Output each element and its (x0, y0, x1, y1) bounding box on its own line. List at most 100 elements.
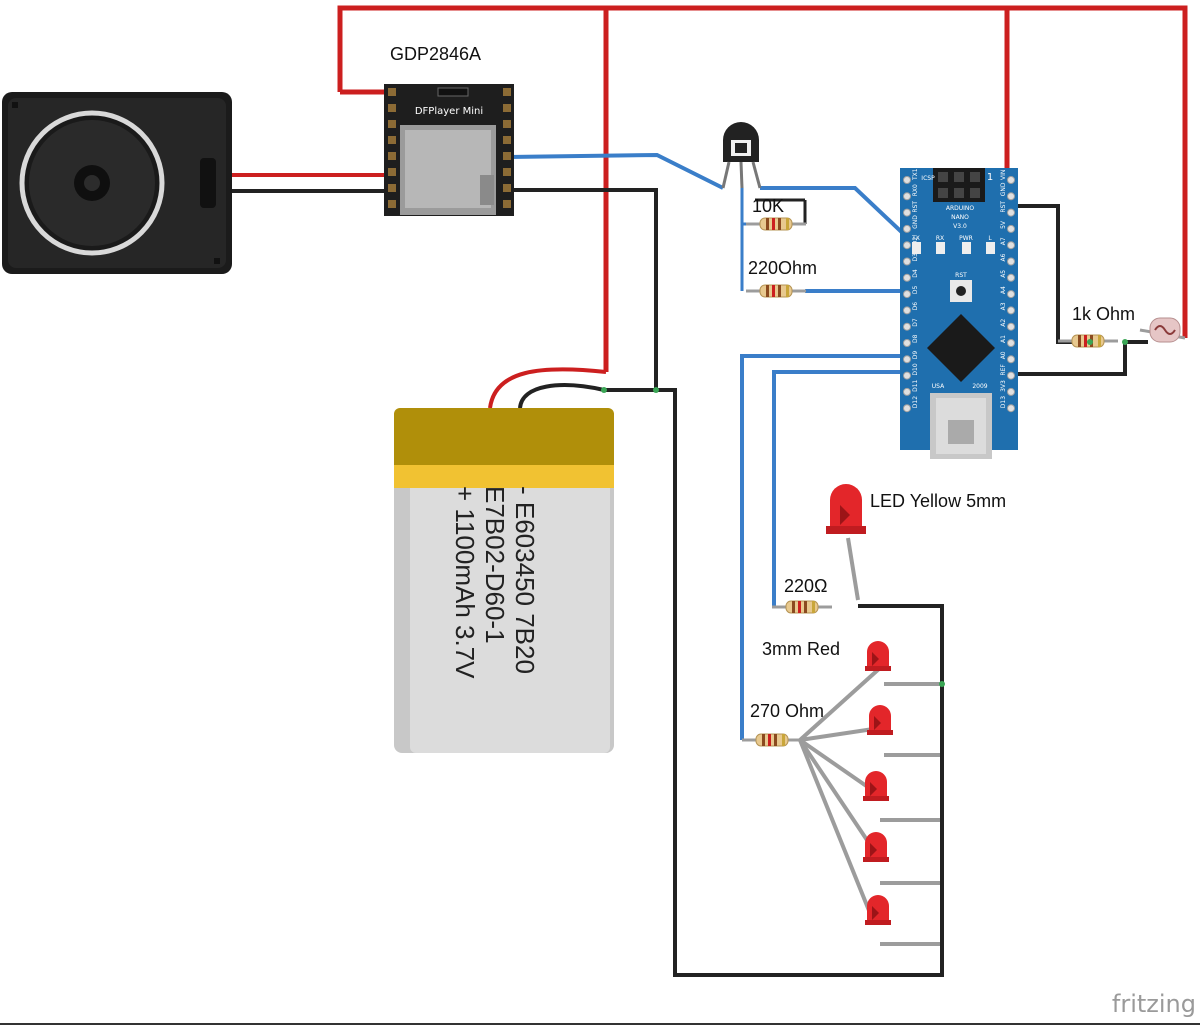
dfplayer-pin (388, 184, 396, 192)
nano-pin-label: A2 (1000, 319, 1007, 327)
nano-pin-label: D9 (912, 351, 919, 360)
nano-pin (903, 241, 911, 250)
nano-pin (903, 371, 911, 380)
dfplayer-pin (503, 88, 511, 96)
r-10k-label: 10K (752, 196, 784, 216)
nano-pin-label: D11 (912, 379, 919, 391)
nano-pin (903, 273, 911, 282)
nano-pin (903, 176, 911, 184)
dfplayer-pin (503, 184, 511, 192)
battery-label: - E603450 7B20 E7B02-D60-1 + 1100mAh 3.7… (450, 486, 540, 679)
nano-pin (903, 355, 911, 364)
wire-black-gnd (508, 188, 944, 977)
nano-pin (1007, 339, 1015, 347)
nano-pin-label: D8 (912, 334, 919, 343)
dfplayer-pin (388, 104, 396, 112)
nano-pin-label: D7 (912, 318, 919, 327)
nano-pin (1007, 192, 1015, 201)
nano-pin (1007, 355, 1015, 364)
nano-pin-label: RX0 (912, 184, 919, 196)
nano-pin-label: A6 (1000, 253, 1007, 261)
nano-pin (1007, 290, 1015, 299)
dfplayer-pin (503, 104, 511, 112)
nano-pin-label: A0 (1000, 351, 1007, 359)
photoresistor (1139, 317, 1186, 343)
speaker (2, 92, 232, 274)
nano-pin (1007, 224, 1015, 233)
battery-line-3: + 1100mAh 3.7V (450, 486, 480, 679)
nano-pin-label: TX1 (912, 168, 919, 181)
nano-pin (903, 257, 911, 266)
nano-pin-label: REF (1000, 364, 1007, 376)
nano-pin-label: D6 (912, 302, 919, 311)
nano-pin-label: GND (912, 215, 919, 229)
dfplayer-pin (388, 88, 396, 96)
red-leds-3mm (863, 641, 893, 925)
nano-pin (1007, 404, 1015, 413)
nano-pin (1007, 208, 1015, 217)
nano-pin (903, 192, 911, 201)
nano-pin (1007, 322, 1015, 331)
nano-pin-label: D10 (912, 363, 919, 375)
nano-model-label: NANO (951, 214, 969, 221)
nano-pin-label: D3 (912, 253, 919, 262)
led-red-3mm (865, 895, 891, 925)
nano-pin-label: A3 (1000, 302, 1007, 310)
nano-icsp-label: ICSP (921, 175, 935, 182)
nano-pin1-label: 1 (987, 172, 993, 183)
nano-pin-label: D2 (912, 237, 919, 246)
dfplayer-mini: DFPlayer Mini (384, 84, 514, 216)
led-gray-wires (798, 537, 940, 946)
nano-pin (1007, 306, 1015, 315)
nano-tx-label: TX (911, 235, 920, 242)
nano-pin (1007, 371, 1015, 380)
led-yellow-5mm (826, 484, 866, 534)
nano-pin-label: RST (1000, 201, 1007, 213)
nano-pin-label: D5 (912, 285, 919, 294)
led-red-3mm (863, 832, 889, 862)
led-yellow-label: LED Yellow 5mm (870, 491, 1006, 511)
nano-pin (1007, 241, 1015, 250)
nano-pin-label: 3V3 (1000, 380, 1007, 392)
nano-pin (903, 404, 911, 413)
nano-pin-label: A7 (1000, 237, 1007, 245)
nano-pin-label: VIN (1000, 170, 1007, 180)
led-red-3mm (863, 771, 889, 801)
dfplayer-pin (388, 168, 396, 176)
dfplayer-pin (503, 120, 511, 128)
resistor-10k (746, 217, 806, 231)
nano-pin-label: A5 (1000, 270, 1007, 278)
nano-rst-label: RST (955, 272, 967, 279)
nano-pin (903, 387, 911, 396)
dfplayer-pin (503, 168, 511, 176)
nano-pin (903, 224, 911, 233)
nano-pin (903, 322, 911, 331)
nano-pin-label: RST (912, 201, 919, 213)
nano-pin (1007, 273, 1015, 282)
nano-pin-label: A1 (1000, 335, 1007, 343)
dfplayer-pin (388, 152, 396, 160)
junctions (601, 339, 1128, 687)
nano-pwr-label: PWR (959, 235, 973, 242)
nano-pin (903, 290, 911, 299)
led-red-3mm (867, 705, 893, 735)
transistor (721, 122, 762, 189)
nano-country-label: USA (932, 383, 945, 390)
dfplayer-silk-label: DFPlayer Mini (415, 106, 483, 117)
nano-pin-label: GND (1000, 182, 1007, 196)
nano-pin (1007, 257, 1015, 266)
dfplayer-pin (503, 200, 511, 208)
nano-l-label: L (988, 235, 992, 242)
nano-pin-label: D12 (912, 396, 919, 408)
resistors (742, 217, 1118, 747)
nano-version-label: V3.0 (953, 223, 967, 230)
r-270-label: 270 Ohm (750, 701, 824, 721)
nano-pin-label: 5V (1000, 220, 1007, 229)
dfplayer-pin (503, 152, 511, 160)
nano-pin-label: D13 (1000, 396, 1007, 408)
dfplayer-pin (388, 200, 396, 208)
led-red-3mm (865, 641, 891, 671)
nano-pin-label: A4 (1000, 286, 1007, 294)
